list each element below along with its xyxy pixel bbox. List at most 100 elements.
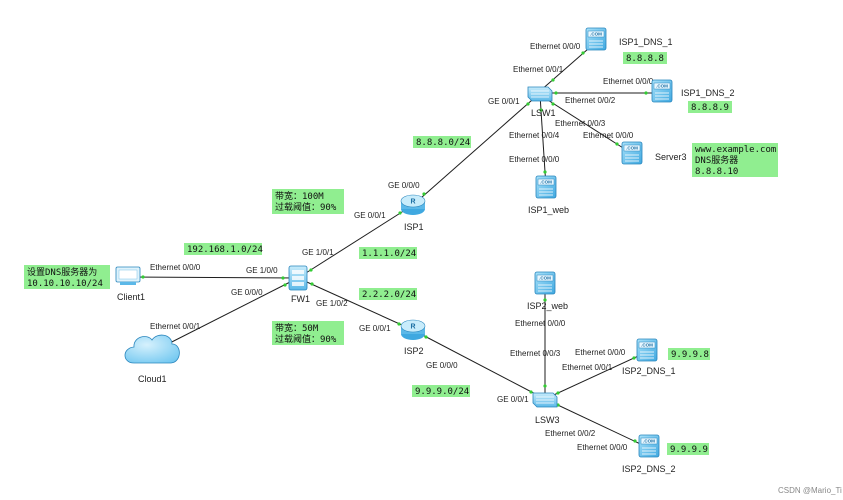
device-label: ISP2 (404, 346, 424, 356)
port-label: Ethernet 0/0/1 (150, 322, 201, 331)
note-net-fw-isp1: 1.1.1.0/24 (359, 247, 417, 259)
isp2-web-server[interactable]: ISP2_web (527, 271, 568, 311)
port-labels: Ethernet 0/0/0 Ethernet 0/0/1 Ethernet 0… (150, 42, 654, 452)
isp2-router[interactable]: ISP2 (400, 319, 426, 356)
server-icon (636, 338, 658, 362)
note-ip-isp1-dns-1: 8.8.8.8 (623, 52, 667, 64)
switch-icon (527, 86, 553, 102)
note-text: 9.9.9.0/24 (415, 387, 469, 397)
port-label: GE 0/0/0 (388, 181, 420, 190)
port-label: Ethernet 0/0/2 (545, 429, 596, 438)
link-fw1-isp2 (297, 277, 414, 331)
note-ip-isp2-dns-2: 9.9.9.9 (667, 443, 709, 455)
port-label: GE 0/0/0 (231, 288, 263, 297)
device-label: ISP1_web (528, 205, 569, 215)
port-label: Ethernet 0/0/0 (530, 42, 581, 51)
device-label: ISP2_DNS_2 (622, 464, 676, 474)
note-text: 9.9.9.8 (671, 350, 709, 360)
note-net-isp1-lsw1: 8.8.8.0/24 (413, 136, 471, 148)
firewall-icon (288, 265, 308, 291)
note-bandwidth-isp2: 带宽：50M 过载阈值：90% (272, 321, 344, 345)
port-label: GE 0/0/1 (359, 324, 391, 333)
isp1-dns-2-server[interactable]: ISP1_DNS_2 (651, 79, 735, 103)
note-text: 10.10.10.10/24 (27, 279, 103, 289)
link-lsw3-isp2-dns-2 (544, 398, 650, 449)
note-text: 带宽：50M (275, 322, 319, 334)
fw1-firewall[interactable]: FW1 (288, 265, 310, 304)
port-label: Ethernet 0/0/0 (575, 348, 626, 357)
link-fw1-isp1 (297, 204, 414, 279)
links (127, 41, 662, 449)
port-label: GE 0/0/1 (488, 97, 520, 106)
device-label: ISP2_DNS_1 (622, 366, 676, 376)
cloud1[interactable]: Cloud1 (124, 334, 180, 384)
switch-icon (532, 392, 558, 408)
port-label: Ethernet 0/0/0 (577, 443, 628, 452)
client1-pc[interactable]: Client1 (115, 266, 145, 302)
server3[interactable]: Server3 (621, 141, 687, 165)
port-label: Ethernet 0/0/4 (509, 131, 560, 140)
note-bandwidth-isp1: 带宽：100M 过载阈值：90% (272, 189, 344, 214)
port-label: Ethernet 0/0/0 (603, 77, 654, 86)
note-net-lan: 192.168.1.0/24 (184, 243, 263, 255)
device-label: Server3 (655, 152, 687, 162)
port-label: Ethernet 0/0/0 (509, 155, 560, 164)
port-label: Ethernet 0/0/0 (150, 263, 201, 272)
link-isp1-lsw1 (412, 92, 541, 206)
device-label: FW1 (291, 294, 310, 304)
server-icon (638, 434, 660, 458)
note-text: 带宽：100M (275, 190, 324, 202)
note-text: 8.8.8.8 (626, 54, 664, 64)
server-icon (535, 175, 557, 199)
note-text: 8.8.8.0/24 (416, 138, 470, 148)
port-label: Ethernet 0/0/0 (583, 131, 634, 140)
note-text: 9.9.9.9 (670, 445, 708, 455)
port-label: Ethernet 0/0/3 (510, 349, 561, 358)
note-text: 设置DNS服务器为 (27, 266, 97, 278)
device-label: Client1 (117, 292, 145, 302)
note-ip-isp1-dns-2: 8.8.8.9 (688, 101, 732, 113)
port-label: Ethernet 0/0/1 (513, 65, 564, 74)
isp2-dns-1-server[interactable]: ISP2_DNS_1 (622, 338, 676, 376)
isp2-dns-2-server[interactable]: ISP2_DNS_2 (622, 434, 676, 474)
note-text: 8.8.8.9 (691, 103, 729, 113)
isp1-web-server[interactable]: ISP1_web (528, 175, 569, 215)
lsw1-switch[interactable]: LSW1 (527, 86, 556, 118)
note-net-fw-isp2: 2.2.2.0/24 (359, 288, 417, 300)
lsw3-switch[interactable]: LSW3 (532, 392, 560, 425)
port-label: Ethernet 0/0/0 (515, 319, 566, 328)
port-label: GE 1/0/2 (316, 299, 348, 308)
note-text: DNS服务器 (695, 154, 738, 166)
note-dns-setting: 设置DNS服务器为 10.10.10.10/24 (24, 265, 110, 289)
port-label: Ethernet 0/0/1 (562, 363, 613, 372)
note-text: www.example.com (695, 145, 776, 155)
port-label: GE 0/0/0 (426, 361, 458, 370)
note-text: 8.8.8.10 (695, 167, 738, 177)
devices: ISP1_DNS_1 ISP1_DNS_2 Server3 ISP1_web L… (115, 27, 735, 474)
isp1-router[interactable]: ISP1 (400, 194, 426, 232)
port-label: GE 0/0/1 (354, 211, 386, 220)
watermark: CSDN @Mario_Ti (778, 486, 842, 495)
device-label: LSW3 (535, 415, 560, 425)
link-cloud1-fw1 (151, 277, 299, 353)
link-lsw1-isp1-dns-1 (539, 41, 597, 92)
pc-icon (115, 266, 141, 286)
cloud-icon (124, 334, 180, 364)
device-label: ISP1 (404, 222, 424, 232)
note-text: 1.1.1.0/24 (362, 249, 416, 259)
server-icon (621, 141, 643, 165)
note-text: 2.2.2.0/24 (362, 290, 416, 300)
note-text: 过载阈值：90% (275, 333, 337, 345)
server-icon (651, 79, 673, 103)
note-ip-isp2-dns-1: 9.9.9.8 (668, 348, 710, 360)
note-text: 过载阈值：90% (275, 201, 337, 213)
link-lsw3-isp2-dns-1 (544, 351, 648, 400)
port-label: Ethernet 0/0/3 (555, 119, 606, 128)
isp1-dns-1-server[interactable]: ISP1_DNS_1 (585, 27, 673, 51)
port-label: GE 0/0/1 (497, 395, 529, 404)
server-icon (585, 27, 607, 51)
device-label: Cloud1 (138, 374, 167, 384)
port-label: GE 1/0/1 (302, 248, 334, 257)
device-label: ISP1_DNS_1 (619, 37, 673, 47)
